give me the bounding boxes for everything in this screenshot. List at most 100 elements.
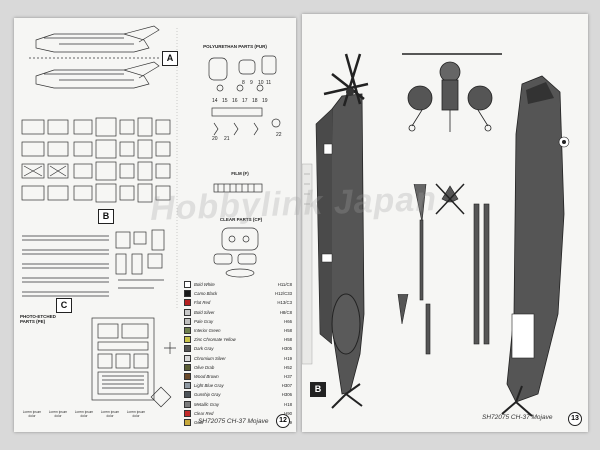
warning-text: Lorem ipsum dolor	[74, 410, 94, 418]
part-number: 22	[276, 132, 282, 138]
paint-row: Pale Gray H66	[184, 317, 292, 326]
warning-icons-row: Lorem ipsum dolor Lorem ipsum dolor Lore…	[22, 410, 146, 418]
helicopter-profile-right	[501, 75, 570, 417]
paint-row: Light Blue Gray H307	[184, 381, 292, 390]
part-number: 17	[242, 98, 248, 104]
paint-row: Clear Red H90	[184, 409, 292, 418]
rotor-parts	[397, 183, 490, 355]
paint-code: H18	[284, 401, 292, 407]
paint-name: Clear Red	[194, 410, 214, 416]
part-number: 16	[232, 98, 238, 104]
paint-row: Flat Red H13/C3	[184, 298, 292, 307]
part-number: 14	[212, 98, 218, 104]
photo-etched-parts-label: PHOTO-ETCHED PARTS (PE)	[20, 314, 56, 324]
paint-swatch	[184, 372, 191, 380]
paint-code: H12/C33	[275, 291, 292, 297]
paint-row: Bold White H11/C8	[184, 280, 292, 289]
paint-swatch	[184, 336, 191, 344]
footer-model-name: SH72075 CH-37 Mojave	[198, 418, 269, 425]
warning-text: Lorem ipsum dolor	[126, 410, 146, 418]
paint-code: H13/C3	[277, 300, 292, 306]
warning-text: Lorem ipsum dolor	[100, 410, 120, 418]
paint-row: Camo Black H12/C33	[184, 289, 292, 298]
warning-text: Lorem ipsum dolor	[22, 410, 42, 418]
paint-swatch	[184, 400, 191, 408]
paint-name: Wood Brown	[194, 373, 219, 379]
paint-row: Wood Brown H37	[184, 372, 292, 381]
paint-swatch	[184, 418, 191, 426]
helicopter-front-view	[402, 53, 502, 132]
helicopter-profile-left	[315, 53, 369, 409]
paint-row: Bold Silver H8/C8	[184, 308, 292, 317]
paint-row: Gunship Gray H306	[184, 390, 292, 399]
part-number: 21	[224, 136, 230, 142]
clear-parts-label: CLEAR PARTS (CP)	[219, 217, 263, 222]
paint-swatch	[184, 290, 191, 298]
warning-text: Lorem ipsum dolor	[48, 410, 68, 418]
paint-code: H307	[281, 383, 292, 389]
paint-row: Chromium Silver H19	[184, 354, 292, 363]
paint-swatch	[184, 281, 191, 289]
paint-swatch	[184, 317, 191, 325]
paint-swatch	[184, 345, 191, 353]
paint-name: Interior Green	[194, 328, 221, 334]
film-label: FILM (F)	[231, 171, 249, 176]
paint-row: Olive Drab H52	[184, 363, 292, 372]
paint-code: H58	[284, 328, 292, 334]
section-c-label: C	[56, 298, 72, 313]
paint-name: Dark Gray	[194, 346, 214, 352]
section-b-label: B	[310, 382, 326, 397]
part-number: 20	[212, 136, 218, 142]
paint-name: Light Blue Gray	[194, 383, 224, 389]
paint-swatch	[184, 354, 191, 362]
paint-swatch	[184, 409, 191, 417]
paint-code: H90	[284, 410, 292, 416]
paint-code: H66	[284, 318, 292, 324]
paint-code: H58	[284, 337, 292, 343]
paint-name: Chromium Silver	[194, 355, 226, 361]
footer-model-name: SH72075 CH-37 Mojave	[482, 414, 553, 421]
part-number: 18	[252, 98, 258, 104]
helicopter-side-profiles	[302, 53, 570, 417]
paint-code: H11/C8	[277, 282, 292, 288]
paint-code: H37	[284, 373, 292, 379]
page-number: 12	[276, 414, 290, 428]
paint-name: Gold	[194, 419, 204, 425]
paint-name: Camo Black	[194, 291, 218, 297]
paint-name: Metallic Gray	[194, 401, 220, 407]
paint-name: Pale Gray	[194, 318, 214, 324]
paint-row: Metallic Gray H18	[184, 399, 292, 408]
paint-swatch	[184, 382, 191, 390]
assembly-diagram-left	[21, 25, 281, 408]
paint-swatch	[184, 327, 191, 335]
paint-name: Olive Drab	[194, 364, 215, 370]
paint-name: Flat Red	[194, 300, 211, 306]
section-b-label: B	[98, 209, 114, 224]
paint-code: H19	[284, 355, 292, 361]
paint-name: Bold Silver	[194, 309, 215, 315]
part-number: 11	[266, 80, 272, 86]
paint-code: H52	[284, 364, 292, 370]
instruction-page-left: A B C POLYURETHAN PARTS (PUR) FILM (F) C…	[14, 18, 296, 432]
paint-swatch	[184, 363, 191, 371]
paint-swatch	[184, 391, 191, 399]
part-number: 9	[250, 80, 253, 86]
part-number: 10	[258, 80, 264, 86]
part-number: 8	[242, 80, 245, 86]
part-number: 19	[262, 98, 268, 104]
paint-code: H306	[281, 392, 292, 398]
paint-code: H305	[281, 346, 292, 352]
section-a-label: A	[162, 51, 178, 66]
paint-name: Gunship Gray	[194, 392, 221, 398]
paint-row: Dark Gray H305	[184, 344, 292, 353]
paint-code: H8/C8	[279, 309, 292, 315]
page-number: 13	[568, 412, 582, 426]
polyurethan-parts-label: POLYURETHAN PARTS (PUR)	[203, 44, 267, 49]
paint-swatch	[184, 299, 191, 307]
part-number: 15	[222, 98, 228, 104]
paint-swatch	[184, 308, 191, 316]
instruction-page-right: B SH72075 CH-37 Mojave 13	[302, 14, 588, 432]
paint-name: Zinc Chromate Yellow	[194, 337, 236, 343]
paint-name: Bold White	[194, 282, 215, 288]
